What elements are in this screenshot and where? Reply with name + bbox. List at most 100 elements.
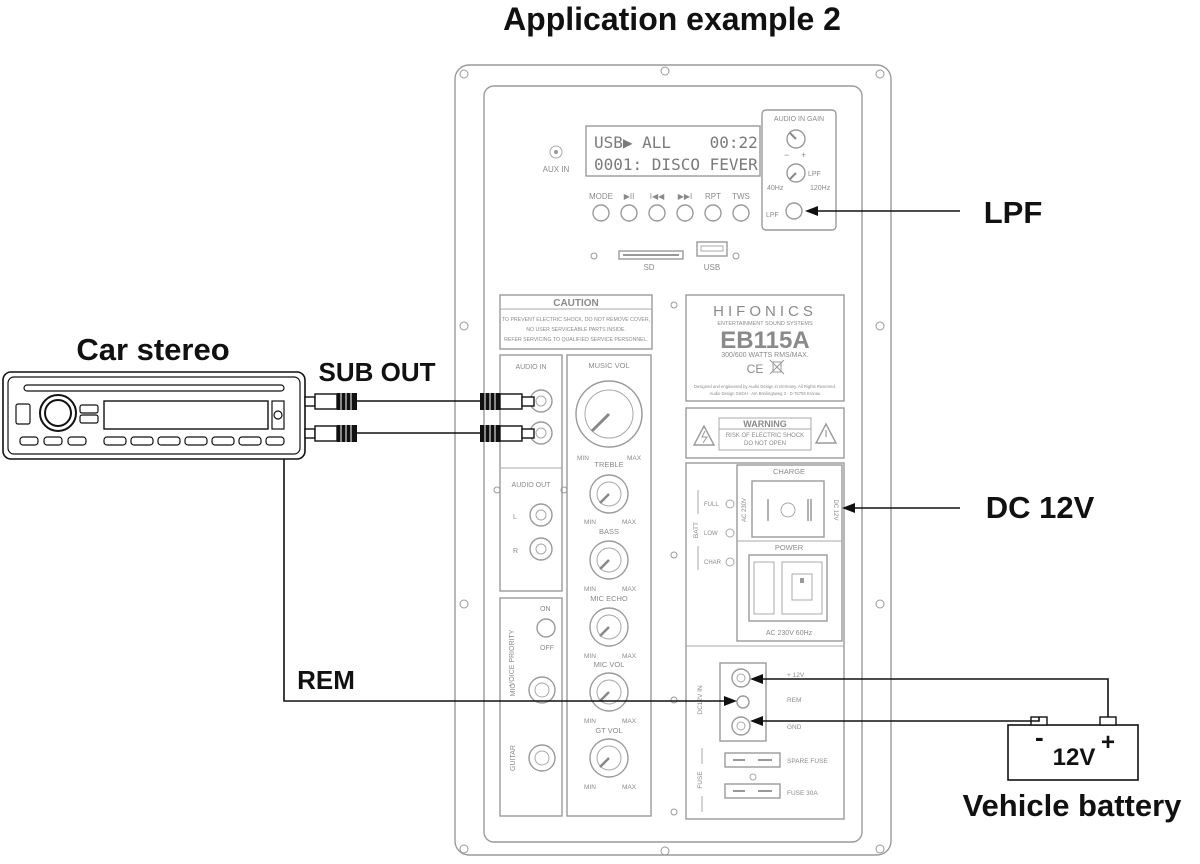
mic-vol-max: MAX <box>622 718 637 725</box>
stereo-preset-buttons <box>19 436 285 446</box>
caution-line-3: REFER SERVICING TO QUALIFIED SERVICE PER… <box>504 337 648 343</box>
aux-in-jack <box>549 145 563 159</box>
prev-label: I◀◀ <box>650 192 665 201</box>
vehicle-battery: - 12V + <box>1007 716 1139 781</box>
tws-label: TWS <box>732 192 750 201</box>
mic-echo-label: MIC ECHO <box>590 594 628 603</box>
rem-wire <box>283 459 729 702</box>
terminal-plus12v <box>731 668 751 688</box>
audio-out-r: R <box>513 548 518 555</box>
power-label: POWER <box>775 543 804 552</box>
ce-mark: CE <box>747 362 764 376</box>
batt-full-led <box>725 499 735 509</box>
usb-port <box>696 241 728 257</box>
control-buttons: MODE ▶II I◀◀ ▶▶I RPT TWS <box>589 192 750 222</box>
treble-min: MIN <box>584 519 596 526</box>
fuse-30a <box>724 783 781 799</box>
gt-vol-max: MAX <box>622 784 637 791</box>
audio-out-label: AUDIO OUT <box>512 482 552 489</box>
charge-box <box>736 464 843 642</box>
lcd-line-2: 0001: DISCO FEVER <box>594 155 758 174</box>
music-vol-label: MUSIC VOL <box>588 361 629 370</box>
rem-label: REM <box>297 665 355 695</box>
lpf-arrow-icon <box>805 206 818 216</box>
40hz-label: 40Hz <box>767 185 784 192</box>
plus12v-arrow-icon <box>750 674 763 684</box>
spare-fuse-label: SPARE FUSE <box>787 758 828 765</box>
shock-hazard-icon <box>692 424 716 446</box>
treble-max: MAX <box>622 519 637 526</box>
rca-plug-left-bottom <box>304 425 357 442</box>
lpf-callout-label: LPF <box>984 195 1043 230</box>
ac230v-vertical: AC 230V <box>742 498 748 522</box>
rpt-button <box>704 204 722 222</box>
gt-vol-knob <box>589 738 629 778</box>
mic-guitar-box <box>499 597 563 817</box>
vp-on-label: ON <box>540 606 551 613</box>
treble-label: TREBLE <box>594 460 623 469</box>
mic-label: MIC <box>510 684 517 697</box>
mic-jack <box>528 676 556 704</box>
power-section-box <box>685 462 845 820</box>
gain-plus: + <box>801 150 806 160</box>
tws-button <box>732 204 750 222</box>
rpt-label: RPT <box>705 192 721 201</box>
terminal-gnd <box>731 716 751 736</box>
gain-minus: − <box>784 150 789 160</box>
play-pause-label: ▶II <box>624 192 635 201</box>
audio-out-l: L <box>513 514 517 521</box>
batt-low-led <box>725 528 735 538</box>
dc12v-vertical: DC 12V <box>832 499 838 520</box>
car-stereo <box>2 371 306 460</box>
brand-watts: 300/600 WATTS RMS/MAX. <box>721 352 809 359</box>
brand-model: EB115A <box>720 327 809 354</box>
dc12v-in-label: DC12V IN <box>697 685 704 715</box>
warning-title: WARNING <box>743 419 787 429</box>
batt-label: BATT <box>693 522 700 538</box>
mode-label: MODE <box>589 192 613 201</box>
music-vol-max: MAX <box>627 455 642 462</box>
knob-column-box <box>566 354 652 817</box>
battery-minus-sign: - <box>1035 722 1044 752</box>
music-vol-knob <box>575 380 643 448</box>
dc12v-arrow-icon <box>842 503 855 513</box>
battery-terminal-plus <box>1099 716 1117 726</box>
terminal-rem <box>736 695 750 709</box>
voice-priority-label: VOICE PRIORITY <box>509 629 516 686</box>
caution-title: CAUTION <box>553 298 599 309</box>
brand-name: HIFONICS <box>713 303 817 320</box>
bass-label: BASS <box>599 527 619 536</box>
120hz-label: 120Hz <box>810 185 831 192</box>
dc-terminal-block <box>719 662 767 742</box>
fuse-30a-label: FUSE 30A <box>787 790 818 797</box>
caution-box <box>499 294 653 350</box>
caution-line-1: TO PREVENT ELECTRIC SHOCK, DO NOT REMOVE… <box>502 317 650 323</box>
gain-box <box>761 109 837 231</box>
audio-in-gain-label: AUDIO IN GAIN <box>774 116 824 123</box>
fuse-label: FUSE <box>697 771 704 789</box>
sub-out-label: SUB OUT <box>319 357 436 387</box>
warning-line-1: RISK OF ELECTRIC SHOCK <box>726 433 804 439</box>
lpf-switch-button <box>785 202 803 220</box>
caution-line-2: NO USER SERVICEABLE PARTS INSIDE. <box>526 327 625 333</box>
bass-knob <box>589 540 629 580</box>
batt-char-led <box>725 557 735 567</box>
ac-rating-label: AC 230V 60Hz <box>766 630 813 637</box>
music-vol-min: MIN <box>577 455 589 462</box>
panel-screw-icons <box>459 66 885 856</box>
gt-vol-min: MIN <box>584 784 596 791</box>
charge-switch <box>751 480 825 538</box>
gnd-arrow-icon <box>750 716 763 726</box>
vehicle-battery-label: Vehicle battery <box>963 788 1183 823</box>
power-switch <box>748 554 828 622</box>
lcd-line-1: USB▶ ALL 00:22 <box>594 133 758 152</box>
batt-char-label: CHAR <box>704 560 722 566</box>
play-pause-button <box>620 204 638 222</box>
lpf-switch-label: LPF <box>766 212 779 219</box>
car-stereo-label: Car stereo <box>76 332 229 367</box>
bass-max: MAX <box>622 586 637 593</box>
guitar-label: GUITAR <box>510 745 517 771</box>
plus12v-wire <box>758 678 1109 717</box>
gt-vol-label: GT VOL <box>595 726 622 735</box>
